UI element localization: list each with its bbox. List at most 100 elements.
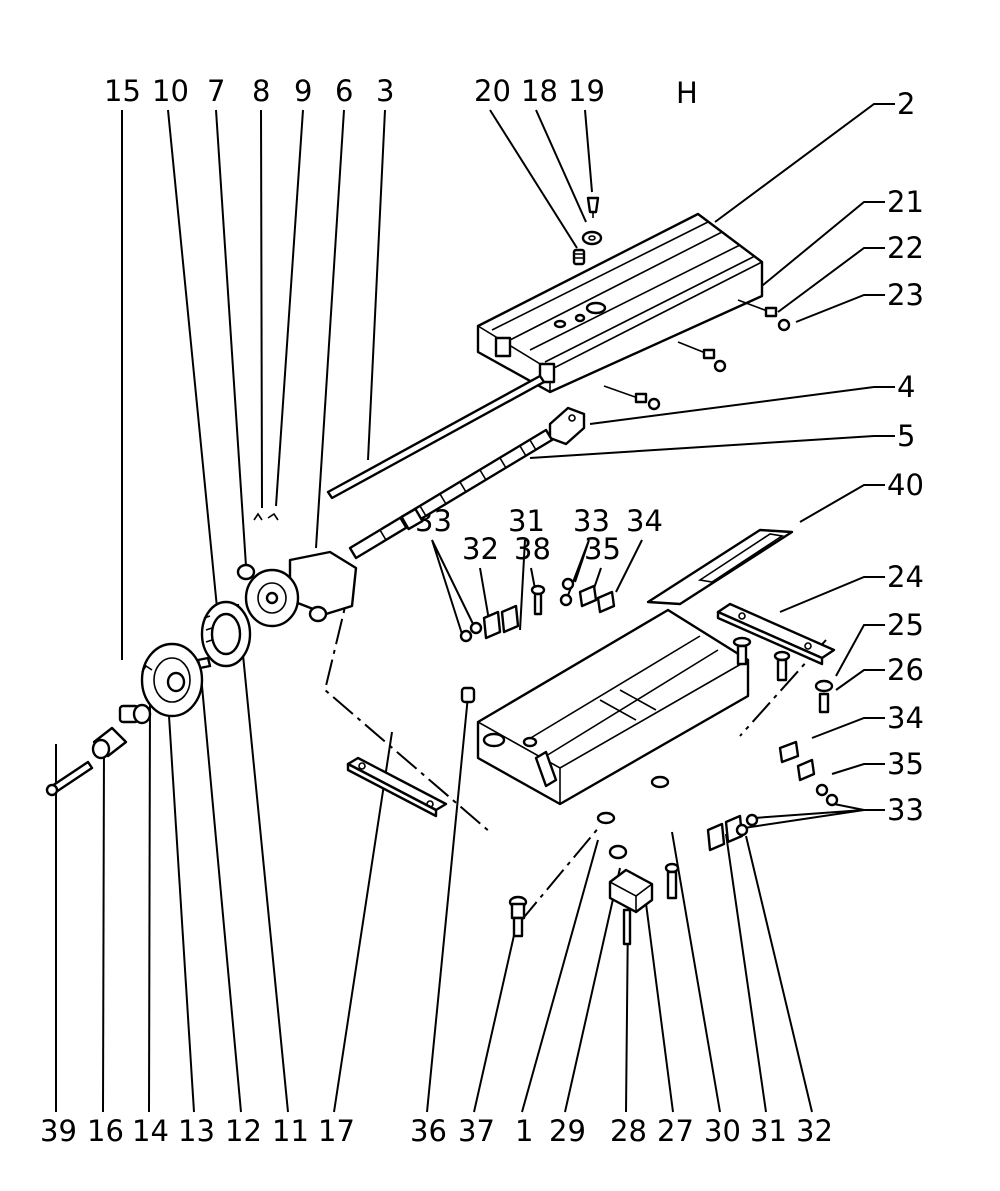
leader-14 bbox=[148, 695, 151, 1113]
parts-34-35-right-plates bbox=[706, 740, 839, 852]
leader-23 bbox=[795, 294, 885, 323]
callout-labels: H 15 10 7 8 9 6 3 20 18 19 2 21 22 23 4 … bbox=[40, 74, 924, 1148]
leader-19 bbox=[584, 109, 593, 193]
label-7: 7 bbox=[207, 74, 225, 108]
label-29: 29 bbox=[549, 1114, 586, 1148]
part-17-plate bbox=[346, 756, 448, 818]
leader-12 bbox=[199, 663, 242, 1113]
part-39-handle-screw bbox=[45, 760, 94, 797]
label-24: 24 bbox=[887, 560, 924, 594]
leader-11 bbox=[237, 603, 289, 1113]
part-16-handle bbox=[91, 726, 128, 760]
label-20: 20 bbox=[474, 74, 511, 108]
leader-31a bbox=[519, 539, 526, 631]
label-31a: 31 bbox=[508, 504, 545, 538]
part-3-gib-strip bbox=[326, 374, 546, 500]
part-5-lead-screw bbox=[348, 428, 554, 560]
label-30: 30 bbox=[704, 1114, 741, 1148]
leader-29 bbox=[564, 867, 621, 1113]
label-21: 21 bbox=[887, 185, 924, 219]
part-36-stud bbox=[460, 686, 476, 704]
label-8: 8 bbox=[252, 74, 270, 108]
leader-6 bbox=[315, 109, 345, 549]
center-line-bolt-37 bbox=[519, 825, 601, 923]
leader-20 bbox=[489, 109, 578, 249]
part-37-bolt bbox=[508, 895, 528, 938]
label-25: 25 bbox=[887, 608, 924, 642]
leader-5 bbox=[529, 435, 895, 459]
label-4: 4 bbox=[897, 370, 915, 404]
leader-lines bbox=[55, 103, 895, 1113]
label-38: 38 bbox=[514, 532, 551, 566]
label-5: 5 bbox=[897, 419, 915, 453]
part-24-bar bbox=[716, 602, 836, 666]
leader-10 bbox=[167, 109, 219, 619]
part-40-cover-plate bbox=[646, 528, 794, 606]
label-33c: 33 bbox=[887, 793, 924, 827]
part-30-bolt bbox=[664, 862, 680, 900]
part-13-handwheel bbox=[140, 642, 204, 718]
label-19: 19 bbox=[568, 74, 605, 108]
label-1: 1 bbox=[515, 1114, 533, 1148]
label-11: 11 bbox=[272, 1114, 309, 1148]
leader-21 bbox=[756, 201, 885, 291]
leader-13 bbox=[167, 699, 195, 1113]
leader-34b bbox=[811, 717, 885, 739]
parts-27-28-29-clamp bbox=[608, 844, 654, 946]
leader-25 bbox=[835, 624, 885, 677]
center-line-handwheel bbox=[323, 577, 491, 833]
leader-27 bbox=[643, 887, 674, 1113]
label-35b: 35 bbox=[887, 747, 924, 781]
parts-25-26-bolts bbox=[732, 636, 834, 714]
part-10-dial-ring bbox=[200, 600, 252, 668]
leader-30 bbox=[671, 831, 721, 1113]
label-3: 3 bbox=[376, 74, 394, 108]
leader-33c bbox=[743, 803, 885, 829]
part-4-nut-block bbox=[548, 406, 586, 446]
label-18: 18 bbox=[521, 74, 558, 108]
label-27: 27 bbox=[657, 1114, 694, 1148]
label-31b: 31 bbox=[750, 1114, 787, 1148]
label-33b: 33 bbox=[573, 504, 610, 538]
label-35a: 35 bbox=[584, 532, 621, 566]
label-9: 9 bbox=[294, 74, 312, 108]
leader-18 bbox=[535, 109, 587, 223]
leader-34a bbox=[615, 539, 643, 593]
label-17: 17 bbox=[318, 1114, 355, 1148]
leader-32b bbox=[745, 835, 813, 1113]
leader-8 bbox=[260, 109, 263, 509]
leader-9 bbox=[275, 109, 304, 507]
figure-letter: H bbox=[676, 76, 698, 110]
label-12: 12 bbox=[225, 1114, 262, 1148]
part-1-base-slide bbox=[476, 608, 750, 825]
label-15: 15 bbox=[104, 74, 141, 108]
leader-26 bbox=[835, 669, 885, 691]
label-32a: 32 bbox=[462, 532, 499, 566]
leader-36 bbox=[426, 695, 469, 1113]
leader-2 bbox=[714, 103, 895, 223]
leader-16 bbox=[102, 743, 105, 1113]
label-34a: 34 bbox=[626, 504, 663, 538]
label-2: 2 bbox=[897, 87, 915, 121]
label-37: 37 bbox=[458, 1114, 495, 1148]
leader-1 bbox=[521, 839, 599, 1113]
label-34b: 34 bbox=[887, 701, 924, 735]
leader-35b bbox=[831, 763, 885, 775]
leader-31b bbox=[725, 833, 767, 1113]
leader-24 bbox=[779, 576, 885, 613]
parts-21-22-23-gib-screws bbox=[603, 299, 791, 411]
label-13: 13 bbox=[178, 1114, 215, 1148]
leader-4 bbox=[589, 386, 895, 425]
label-28: 28 bbox=[610, 1114, 647, 1148]
leader-33a bbox=[431, 539, 477, 635]
leader-28 bbox=[625, 911, 629, 1113]
label-10: 10 bbox=[152, 74, 189, 108]
part-2-top-table bbox=[476, 212, 764, 394]
leader-40 bbox=[799, 484, 885, 523]
parts-31-32-34-35-gib-plates bbox=[459, 577, 616, 643]
label-32b: 32 bbox=[796, 1114, 833, 1148]
label-22: 22 bbox=[887, 231, 924, 265]
leader-7 bbox=[215, 109, 247, 567]
label-6: 6 bbox=[335, 74, 353, 108]
